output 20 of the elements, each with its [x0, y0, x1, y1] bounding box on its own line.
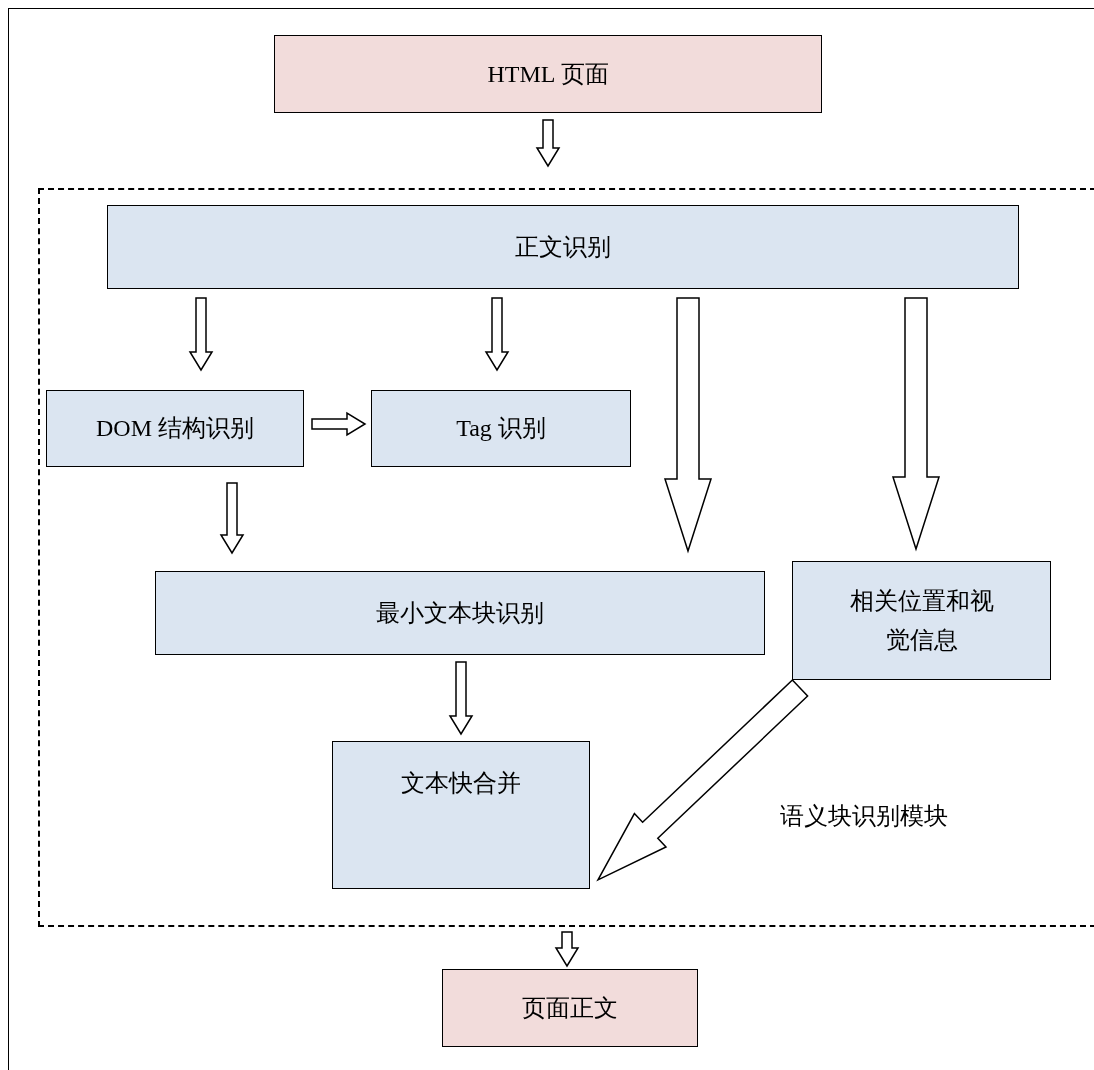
process-box: DOM 结构识别	[46, 390, 304, 467]
process-box: 正文识别	[107, 205, 1019, 289]
module-container	[38, 188, 1094, 927]
block-arrow	[663, 297, 713, 554]
module-label: 语义块识别模块	[780, 802, 948, 831]
block-arrow	[188, 297, 214, 372]
result-box: 页面正文	[442, 969, 698, 1047]
process-box: 文本快合并	[332, 741, 590, 889]
block-arrow	[535, 119, 561, 168]
block-arrow	[596, 678, 809, 882]
process-box: 最小文本块识别	[155, 571, 765, 655]
process-box: 相关位置和视觉信息	[792, 561, 1051, 680]
block-arrow	[554, 931, 580, 968]
block-arrow	[448, 661, 474, 736]
block-arrow	[311, 411, 367, 437]
block-arrow	[484, 297, 510, 372]
block-arrow	[891, 297, 941, 552]
title-box: HTML 页面	[274, 35, 822, 113]
block-arrow	[219, 482, 245, 555]
process-box: Tag 识别	[371, 390, 631, 467]
